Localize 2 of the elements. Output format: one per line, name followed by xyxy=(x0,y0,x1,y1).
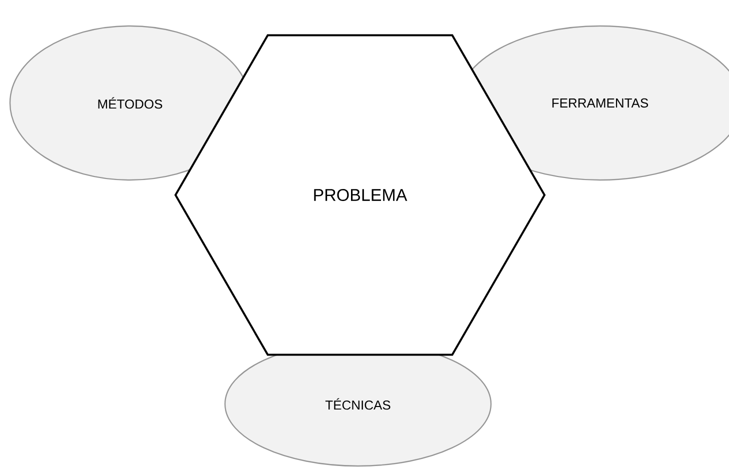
ellipse-node: MÉTODOS xyxy=(9,25,251,181)
ellipse-node: TÉCNICAS xyxy=(224,341,492,467)
